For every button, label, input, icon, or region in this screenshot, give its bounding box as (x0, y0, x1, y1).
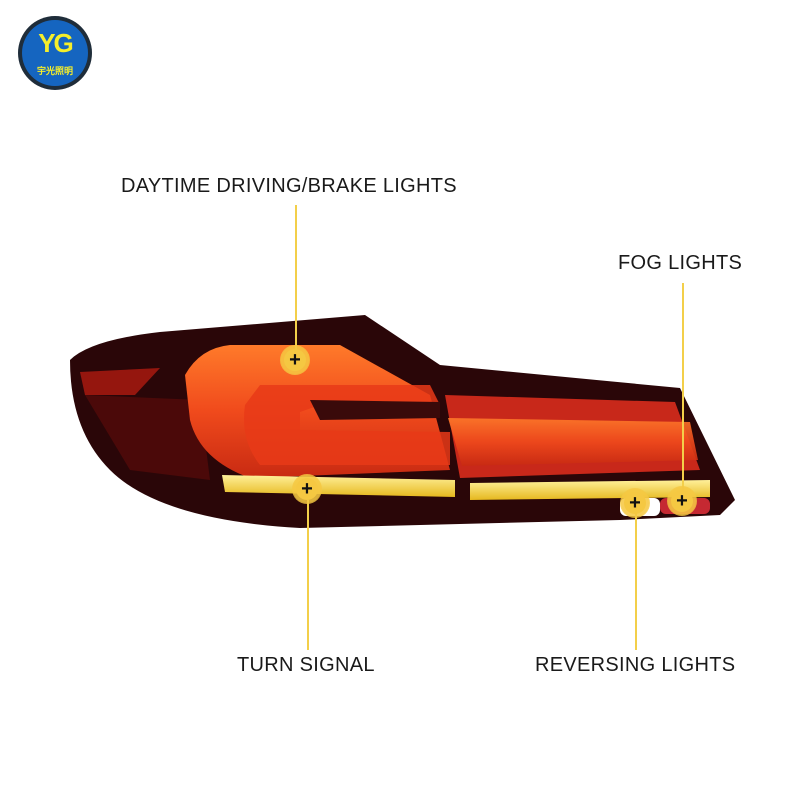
label-turn-signal: TURN SIGNAL (237, 654, 375, 676)
plus-icon: + (301, 478, 313, 500)
plus-icon: + (676, 490, 688, 512)
label-fog: FOG LIGHTS (618, 252, 743, 274)
brand-logo: YG 宇光照明 (18, 16, 92, 90)
label-drl-brake: DAYTIME DRIVING/BRAKE LIGHTS (121, 175, 457, 197)
plus-icon: + (289, 349, 301, 371)
label-reversing: REVERSING LIGHTS (535, 654, 736, 676)
marker-fog[interactable]: + (671, 490, 693, 512)
leader-line-turn (307, 500, 309, 650)
logo-badge: YG 宇光照明 (22, 20, 88, 86)
leader-line-reversing (635, 512, 637, 650)
turn-signal-bar-left (222, 475, 455, 497)
marker-drl-brake[interactable]: + (284, 349, 306, 371)
leader-line-fog (682, 283, 684, 491)
turn-signal-bar-right (470, 480, 710, 500)
leader-line-drl (295, 205, 297, 351)
marker-turn-signal[interactable]: + (296, 478, 318, 500)
logo-mark: YG (38, 28, 74, 58)
logo-text: 宇光照明 (36, 66, 73, 76)
plus-icon: + (629, 492, 641, 514)
marker-reversing[interactable]: + (624, 492, 646, 514)
